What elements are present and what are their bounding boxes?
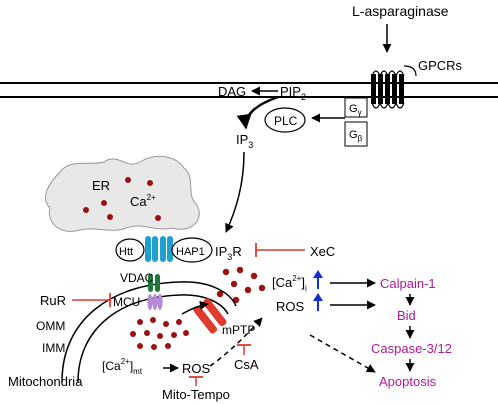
cytosol-ros-label: ROS: [276, 299, 305, 314]
ip3-label: IP3: [236, 132, 253, 150]
mito-calcium-dots: [130, 317, 189, 350]
calcium-up-arrow-icon: [313, 270, 323, 289]
vdac-channel: [148, 274, 160, 292]
mito-calcium-label: [Ca2+]mt: [102, 357, 143, 376]
plc-label: PLC: [274, 114, 298, 128]
htt-label: Htt: [119, 246, 133, 258]
cytosol-calcium-dots: [216, 266, 266, 304]
mcu-channel: [147, 294, 163, 310]
mito-ros-to-cytosol-arrow: [209, 317, 263, 367]
plc-enzyme: [264, 107, 306, 133]
mito-tempo-label: Mito-Tempo: [162, 387, 230, 402]
calcium-into-mito-arrow: [181, 300, 209, 315]
ip3-to-receptor-arrow: [225, 151, 245, 233]
cascade-calpain-label: Calpain-1: [380, 276, 436, 291]
ip3r-channel: [145, 236, 173, 262]
mcu-label: MCU: [113, 295, 140, 309]
cascade-bid-label: Bid: [397, 308, 416, 323]
rur-label: RuR: [40, 293, 66, 308]
svg-text:Gγ: Gγ: [349, 103, 362, 117]
receptor-label: GPCRs: [418, 58, 463, 73]
cascade-caspase-label: Caspase-3/12: [371, 341, 452, 356]
csa-label: CsA: [234, 357, 259, 372]
xec-label: XeC: [310, 244, 335, 259]
stimulus-label: L-asparaginase: [352, 3, 449, 19]
er-compartment: [45, 155, 200, 232]
mito-ros-to-apoptosis-arrow: [309, 334, 376, 373]
g-beta-box: Gβ: [344, 121, 368, 147]
svg-text:Gβ: Gβ: [349, 129, 363, 143]
dag-label: DAG: [218, 84, 246, 99]
g-gamma-box: Gγ: [344, 97, 368, 118]
er-calcium-label: Ca2+: [130, 193, 156, 209]
vdac-label: VDAC: [120, 271, 154, 285]
gpcr-receptor: [371, 65, 417, 109]
ip3r-label: IP3R: [215, 244, 242, 262]
mitochondria-label: Mitochondria: [8, 374, 83, 389]
imm-label: IMM: [42, 341, 65, 355]
ros-up-arrow-icon: [313, 293, 323, 311]
plasma-membrane: [0, 82, 498, 98]
er-label: ER: [92, 178, 110, 193]
htt-protein: [115, 238, 145, 262]
cascade-apoptosis-label: Apoptosis: [379, 374, 437, 389]
hap1-protein: [171, 237, 213, 263]
cytosol-calcium-label: [Ca2+]i: [272, 274, 307, 293]
pip2-label: PIP2: [280, 84, 306, 102]
omm-label: OMM: [36, 319, 65, 333]
pip2-to-ip3-arrow: [236, 95, 279, 130]
mito-ros-label: ROS: [182, 361, 211, 376]
hap1-label: HAP1: [176, 246, 205, 258]
er-calcium-dots: [83, 177, 161, 221]
